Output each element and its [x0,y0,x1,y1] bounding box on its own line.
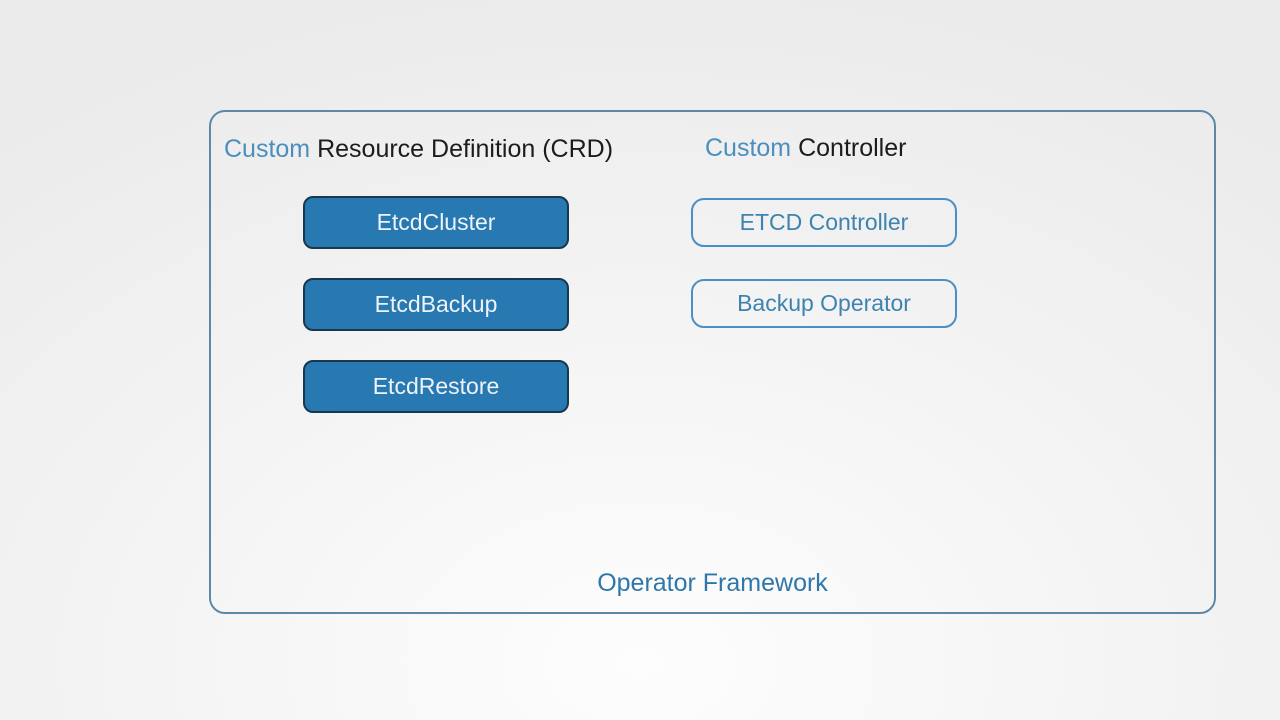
node-etcdbackup: EtcdBackup [303,278,569,331]
crd-heading: Custom Resource Definition (CRD) [224,134,613,164]
node-etcdrestore: EtcdRestore [303,360,569,413]
node-etcdcluster-label: EtcdCluster [376,209,496,235]
node-backup-operator-label: Backup Operator [737,290,911,316]
node-etcd-controller: ETCD Controller [691,198,957,247]
controller-heading-highlight: Custom [705,134,792,162]
operator-framework-container: Custom Resource Definition (CRD) Custom … [209,110,1216,614]
node-etcdrestore-label: EtcdRestore [372,373,500,399]
crd-heading-rest: Resource Definition (CRD) [317,135,614,163]
crd-heading-highlight: Custom [224,135,311,163]
node-etcd-controller-label: ETCD Controller [739,209,909,235]
controller-heading: Custom Controller [705,133,906,163]
operator-framework-label: Operator Framework [597,569,828,597]
node-etcdbackup-label: EtcdBackup [374,291,498,317]
node-backup-operator: Backup Operator [691,279,957,328]
controller-heading-rest: Controller [798,134,907,162]
node-etcdcluster: EtcdCluster [303,196,569,249]
